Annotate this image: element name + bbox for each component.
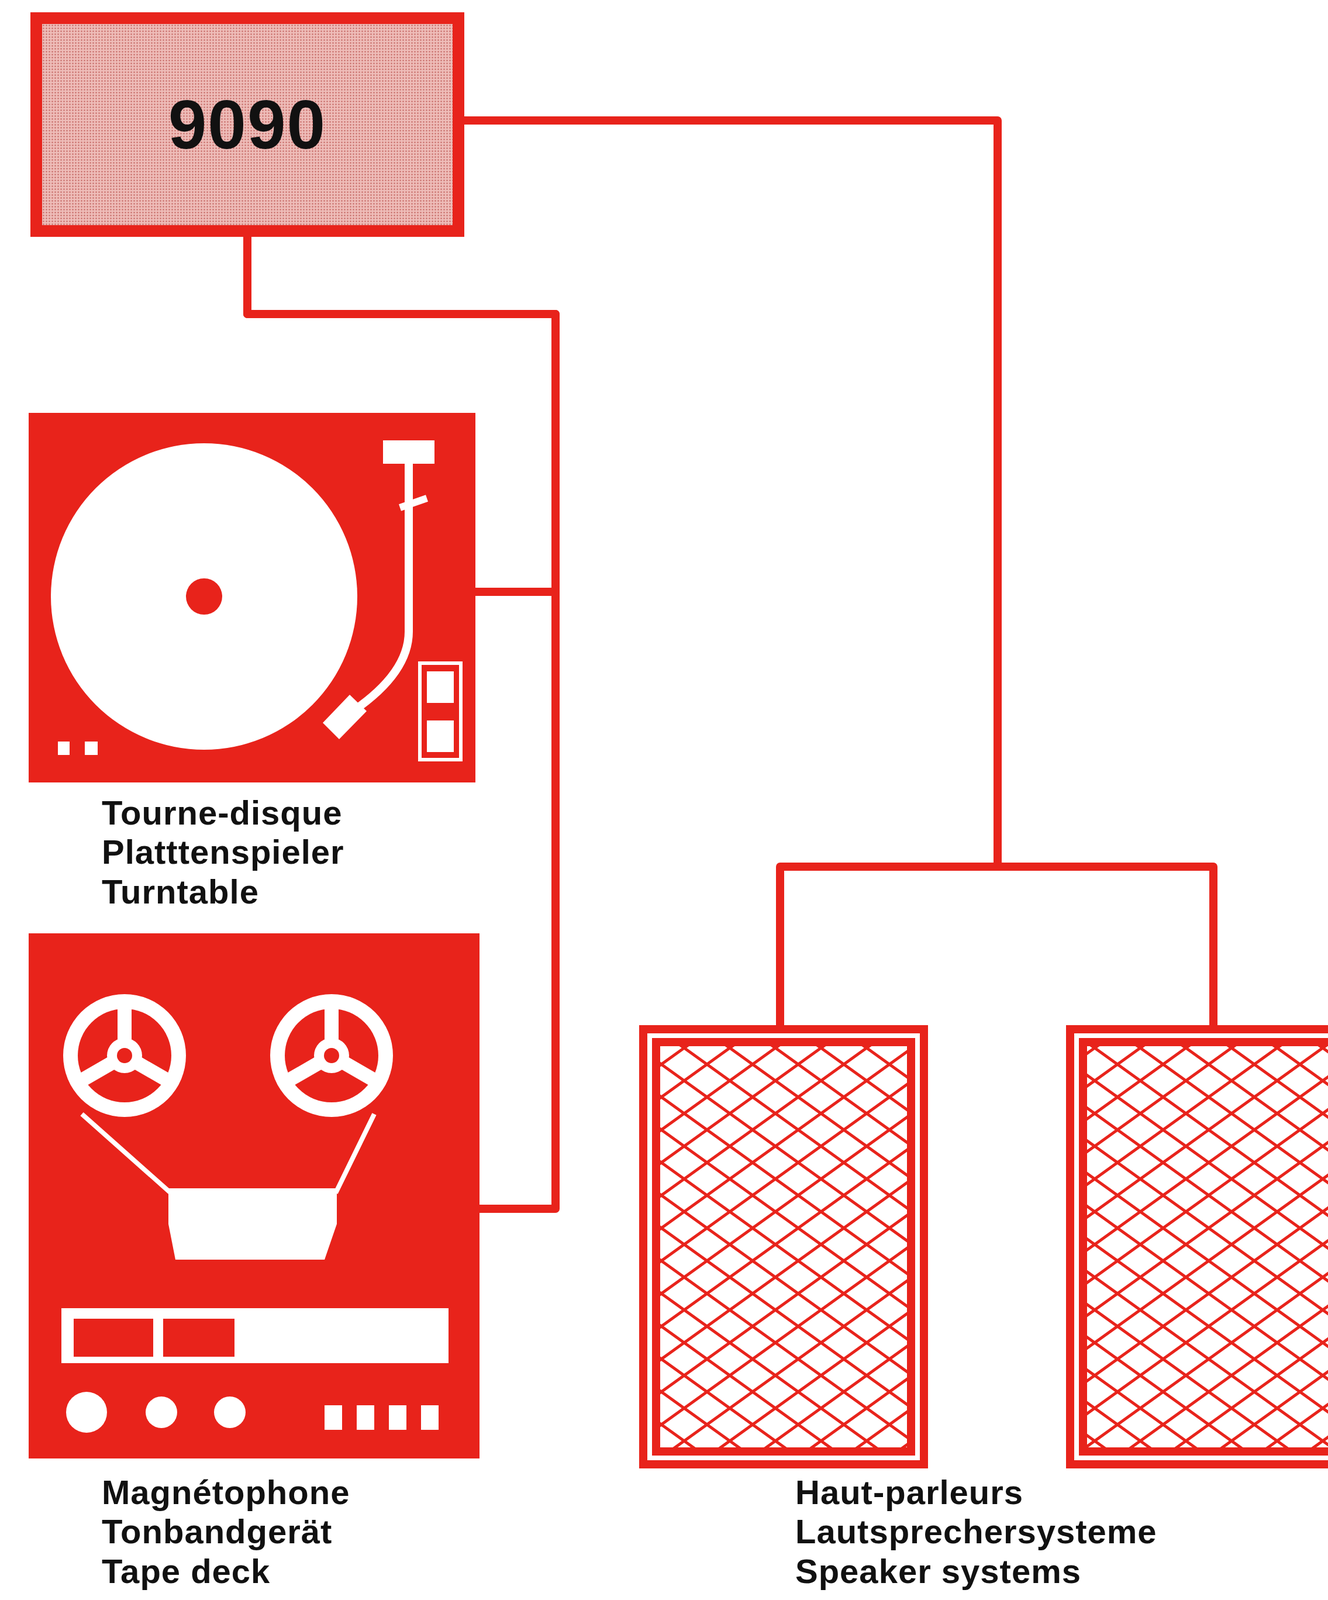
speaker-icon (639, 1025, 929, 1469)
tape-deck-icon (28, 933, 480, 1459)
amplifier-box: 9090 (30, 12, 465, 237)
device-label: Turntable (101, 871, 345, 912)
reel (63, 994, 186, 1117)
speaker-group-node: Haut-parleursLautsprechersystemeSpeaker … (639, 866, 1328, 1595)
label-block: Tourne-disquePlatttenspielerTurntable (101, 792, 345, 912)
device-label: Tonbandgerät (101, 1511, 350, 1551)
model-number: 9090 (168, 90, 327, 160)
device-label: Speaker systems (795, 1551, 1158, 1591)
turntable-node: Tourne-disquePlatttenspielerTurntable (28, 412, 476, 915)
device-label: Tape deck (101, 1551, 350, 1591)
device-label: Tourne-disque (101, 792, 345, 833)
label-block: Haut-parleursLautsprechersystemeSpeaker … (795, 1472, 1158, 1591)
reel (270, 994, 393, 1117)
cable (247, 236, 556, 1209)
device-label: Lautsprechersysteme (795, 1511, 1158, 1551)
turntable-icon (28, 412, 476, 783)
device-label: Haut-parleurs (795, 1472, 1158, 1512)
device-label: Platttenspieler (101, 832, 345, 872)
cable (464, 120, 998, 867)
label-block: MagnétophoneTonbandgerätTape deck (101, 1472, 350, 1591)
tape-deck-node: MagnétophoneTonbandgerätTape deck (28, 933, 480, 1595)
speaker-icon (1066, 1025, 1328, 1469)
device-label: Magnétophone (101, 1472, 350, 1512)
speaker-wire (780, 866, 1214, 1026)
cable (247, 236, 556, 592)
